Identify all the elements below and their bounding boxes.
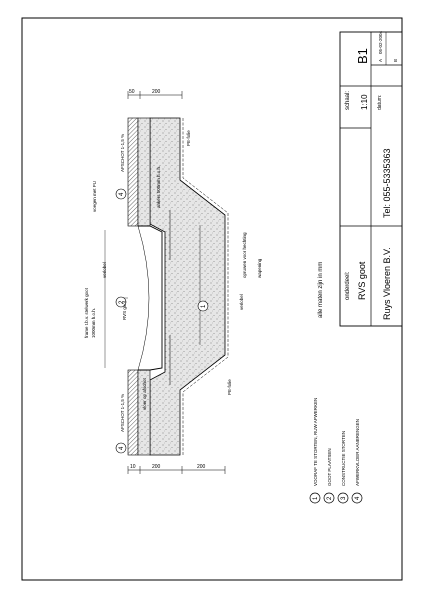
revision-a: A: [378, 59, 383, 62]
svg-text:10: 10: [130, 464, 136, 470]
pe-folie-bottom: PE-folie: [227, 379, 232, 395]
legend-item: 4 AFWERKVLOER AANBRENGEN: [351, 419, 363, 504]
svg-text:200: 200: [152, 464, 161, 470]
afschot-bottom: AFSCHOT 1-1,5 %: [120, 394, 125, 432]
voegen-label: voegen met PU: [92, 181, 97, 212]
afschot-top: AFSCHOT 1-1,5 %: [120, 134, 125, 172]
subject-label: onderdeel:: [345, 271, 351, 300]
rvs-goot-label: RVS goot: [122, 300, 127, 320]
title-block: schaal: 1:10 B1 datum: A 05-02-2004 B on…: [339, 30, 403, 327]
svg-text:GOOT PLAATSEN: GOOT PLAATSEN: [327, 448, 332, 486]
gutter-profile: [138, 225, 163, 371]
verlobel-right: verlobel: [239, 294, 244, 310]
svg-text:2: 2: [119, 300, 125, 304]
date-label: datum:: [377, 95, 383, 110]
legend-item: 2 GOOT PLAATSEN: [323, 448, 335, 504]
wapening-label: wapening: [257, 258, 262, 278]
frame-label: frame t.b.v. stelwerk goot: [84, 287, 89, 338]
callout-2: 2: [115, 296, 127, 308]
cross-section: 50 200 10 200 200: [84, 89, 262, 474]
verlobel-left: verlobel: [102, 262, 107, 278]
legend-item: 1 VOORAF TE STORTEN, RUW AFWERKEN: [309, 398, 321, 504]
scale-value: 1:10: [360, 94, 369, 110]
frame-hoh-label: 1000mm h.o.h.: [91, 308, 96, 338]
sheet-code: B1: [355, 48, 370, 64]
svg-text:4: 4: [119, 446, 125, 450]
company-phone: Tel: 055-5335363: [382, 148, 392, 218]
opruwen-label: opruwen voor hechting: [242, 232, 247, 278]
callout-1: 1: [197, 300, 209, 312]
svg-text:VOORAF TE STORTEN, RUW AFWERKE: VOORAF TE STORTEN, RUW AFWERKEN: [313, 398, 318, 486]
dimension-top: 50 200: [127, 89, 183, 99]
svg-text:200: 200: [197, 464, 206, 470]
company-name: Ruys Vloeren B.V.: [382, 247, 392, 320]
date-value: 05-02-2004: [378, 30, 383, 54]
gutter-bottom-curve: [137, 225, 150, 371]
legend: 1 VOORAF TE STORTEN, RUW AFWERKEN 2 GOOT…: [309, 398, 363, 504]
subject-value: RVS goot: [357, 261, 367, 300]
svg-text:4: 4: [355, 496, 361, 500]
revision-b: B: [393, 59, 398, 62]
floor-top: [137, 117, 151, 227]
svg-text:1: 1: [201, 304, 207, 308]
svg-text:50: 50: [129, 89, 135, 95]
screed-bottom: [127, 369, 139, 456]
dimension-bottom: 10 200 200: [127, 464, 226, 474]
concrete-construction: [149, 117, 226, 456]
units-note: alle maten zijn in mm: [318, 262, 324, 318]
pe-foil-line: [182, 118, 229, 455]
svg-text:1: 1: [313, 496, 319, 500]
ankers-label: ankers 500mm h.o.h.: [156, 166, 161, 208]
legend-item: 3 CONSTRUCTIE STORTEN: [337, 431, 349, 504]
svg-text:4: 4: [119, 192, 125, 196]
scale-label: schaal:: [345, 91, 351, 110]
vloer-afschot-label: vloer op afschot: [142, 377, 147, 410]
svg-text:3: 3: [341, 496, 347, 500]
pe-folie-top: PE-folie: [186, 130, 191, 146]
svg-text:2: 2: [327, 496, 333, 500]
svg-text:CONSTRUCTIE STORTEN: CONSTRUCTIE STORTEN: [341, 431, 346, 486]
svg-text:200: 200: [152, 89, 161, 95]
callout-4-bottom: 4: [115, 442, 127, 454]
screed-top: [127, 117, 139, 227]
callout-4-top: 4: [115, 188, 127, 200]
svg-text:AFWERKVLOER AANBRENGEN: AFWERKVLOER AANBRENGEN: [355, 419, 360, 486]
